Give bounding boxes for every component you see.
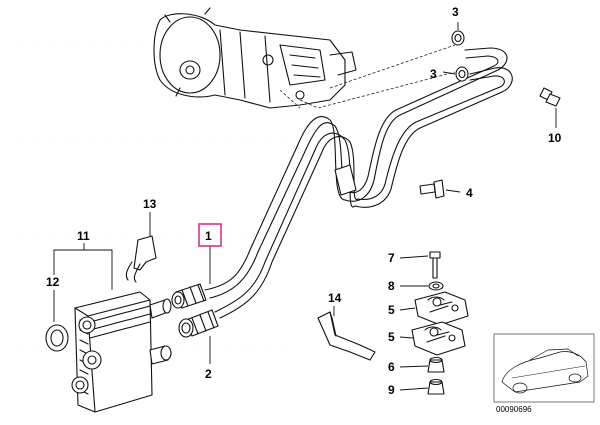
callout-9[interactable]: 9 [388, 383, 395, 397]
callout-12[interactable]: 12 [46, 275, 60, 289]
callout-13[interactable]: 13 [143, 197, 157, 211]
nut-6 [427, 356, 445, 373]
holding-bracket [317, 311, 376, 361]
callout-5b[interactable]: 5 [388, 330, 395, 344]
leader-lines [53, 22, 557, 391]
transmission [153, 7, 357, 109]
highlight-box [198, 223, 222, 247]
callouts: 1 2 3 3 4 10 13 11 12 14 7 8 5 5 6 9 [46, 5, 562, 397]
pipe-clamp-5a [414, 291, 469, 326]
hose-fitting-upper [171, 283, 207, 309]
nut-9 [427, 378, 445, 395]
callout-2[interactable]: 2 [205, 367, 212, 381]
seal-ring-3b [455, 66, 469, 82]
seal-ring-3a [451, 30, 465, 46]
callout-5a[interactable]: 5 [388, 303, 395, 317]
projection-lines [279, 44, 456, 109]
callout-1[interactable]: 1 [205, 229, 212, 243]
callout-6[interactable]: 6 [388, 360, 395, 374]
svg-text:· · · · · · · · · · · · · · ·: · · · · · · · · · · · · · · · · · · · · … [10, 342, 299, 352]
callout-10[interactable]: 10 [548, 131, 562, 145]
svg-text:· · · · · · · · · · · · · · ·: · · · · · · · · · · · · · · · · · · · · … [10, 232, 299, 242]
washer-8 [428, 281, 444, 291]
callout-8[interactable]: 8 [388, 279, 395, 293]
bolt-4 [419, 179, 445, 199]
reference-number: 00090696 [496, 405, 532, 414]
pipe-clamp-5b [411, 321, 466, 356]
bolt-7 [429, 251, 441, 279]
callout-4[interactable]: 4 [466, 186, 473, 200]
oil-lines [204, 47, 513, 319]
callout-14[interactable]: 14 [328, 291, 342, 305]
callout-3b[interactable]: 3 [430, 67, 437, 81]
oil-cooler [71, 291, 172, 413]
callout-11[interactable]: 11 [77, 229, 90, 243]
seal-ring [45, 324, 69, 352]
callout-3a[interactable]: 3 [452, 5, 459, 19]
callout-7[interactable]: 7 [388, 251, 395, 265]
hose-fitting-lower [178, 309, 219, 338]
vehicle-thumbnail: 00090696 [493, 333, 595, 414]
bolt-10 [539, 87, 561, 107]
retaining-clip [125, 235, 157, 283]
svg-text:· · · · · · · · · · · · · · ·: · · · · · · · · · · · · · · · · · · · · … [10, 132, 299, 142]
